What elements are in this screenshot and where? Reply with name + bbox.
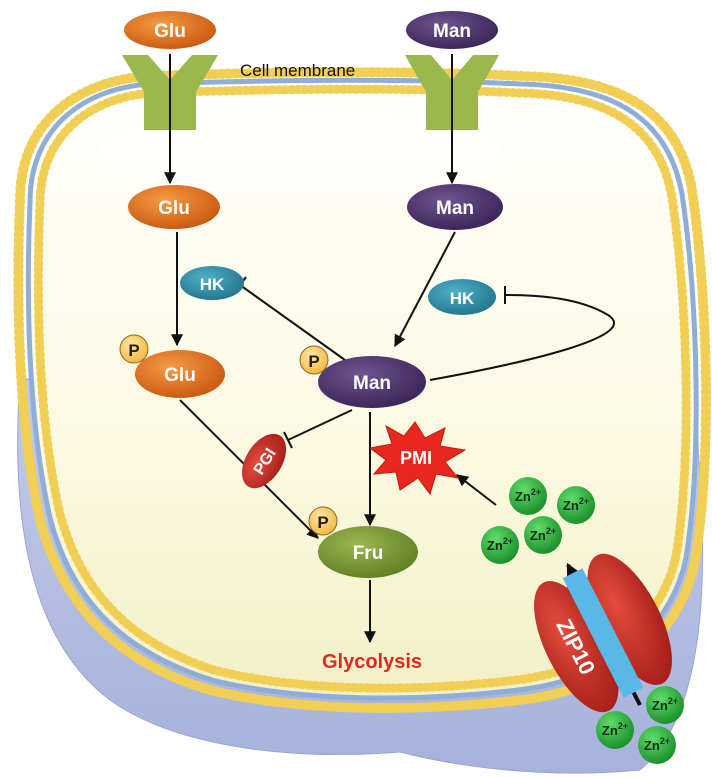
phosphate-badge-fru: P [308,506,338,536]
svg-text:Zn2+: Zn2+ [530,526,556,543]
zinc-ion: Zn2+ [557,486,595,524]
cell-highlight [100,110,500,190]
glu-inside-node: Glu [128,185,220,229]
svg-text:PMI: PMI [400,448,432,468]
svg-text:Fru: Fru [353,543,384,564]
man-phosphate-node: Man [318,356,426,408]
phosphate-badge-glu: P [119,334,149,364]
zinc-ion: Zn2+ [509,477,547,515]
svg-text:HK: HK [450,289,475,308]
cell-membrane-label: Cell membrane [240,61,355,80]
zip10-transporter: ZIP10 [534,553,672,713]
svg-text:P: P [317,513,328,532]
zinc-ion: Zn2+ [596,711,634,749]
svg-text:Zn2+: Zn2+ [487,536,513,553]
phosphate-badge-man: P [299,345,329,375]
glycolysis-label: Glycolysis [322,651,422,673]
man-inside-node: Man [407,184,503,230]
zinc-ion: Zn2+ [646,686,684,724]
zinc-ion: Zn2+ [481,526,519,564]
zinc-ion: Zn2+ [638,726,676,764]
pmi-enzyme: PMI [368,421,467,496]
svg-text:HK: HK [200,275,225,294]
svg-text:Man: Man [353,373,391,394]
man-outside-node: Man [406,11,498,49]
inhibit-manp-hk-left [239,284,346,361]
svg-text:Glu: Glu [164,365,196,386]
svg-text:Man: Man [436,198,474,219]
zinc-ion: Zn2+ [524,516,562,554]
arrow-man-to-manp [394,231,456,348]
glu-outside-node: Glu [124,11,216,49]
cell-membrane-inner [33,84,691,693]
inhibit-manp-hk-right [429,294,616,381]
svg-text:Zn2+: Zn2+ [602,721,628,738]
svg-text:Glu: Glu [154,21,186,42]
svg-text:Man: Man [433,21,471,42]
zinc-ion-group: Zn2+ Zn2+ Zn2+ Zn2+ Zn2+ Zn2+ Zn2+ [481,477,684,764]
svg-text:P: P [128,341,139,360]
fru-phosphate-node: Fru [318,526,418,578]
hk-left-enzyme: HK [180,266,244,300]
svg-text:P: P [308,352,319,371]
svg-text:Zn2+: Zn2+ [515,487,541,504]
pgi-enzyme: PGI [241,433,287,489]
inhibit-manp-pgi [287,409,353,441]
glu-phosphate-node: Glu [135,350,225,398]
arrow-zinc-to-pmi [456,474,497,506]
cell-membrane-outer [13,67,712,714]
svg-text:Zn2+: Zn2+ [563,496,589,513]
svg-text:Zn2+: Zn2+ [652,696,678,713]
svg-text:Zn2+: Zn2+ [644,736,670,753]
hk-right-enzyme: HK [428,279,496,315]
svg-text:Glu: Glu [158,198,190,219]
